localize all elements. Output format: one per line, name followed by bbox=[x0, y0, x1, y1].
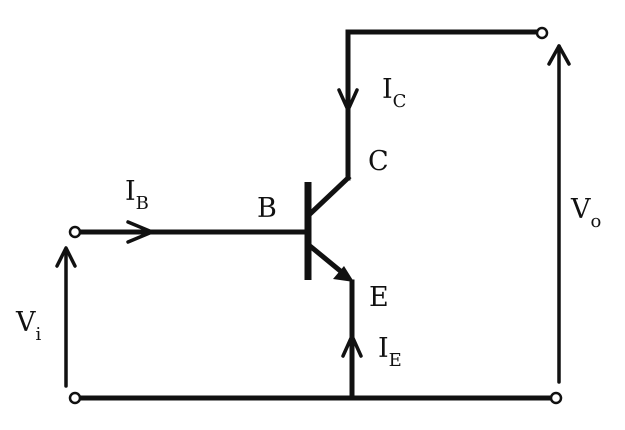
emitter-current-arrow-icon bbox=[341, 334, 363, 358]
input-voltage-arrow-icon bbox=[55, 246, 77, 268]
emitter-current-label: IE bbox=[378, 333, 402, 371]
input-terminal-top bbox=[68, 225, 82, 239]
emitter-lead bbox=[306, 242, 348, 278]
collector-current-arrow-icon bbox=[337, 88, 359, 112]
collector-current-label: IC bbox=[382, 74, 406, 112]
collector-label: C bbox=[368, 146, 389, 177]
base-current-arrow-icon bbox=[126, 220, 154, 244]
base-label: B bbox=[257, 193, 277, 224]
output-voltage-arrow-icon bbox=[547, 44, 571, 66]
base-current-label: IB bbox=[125, 176, 149, 214]
input-voltage-label: Vi bbox=[15, 307, 42, 345]
emitter-arrow-icon bbox=[333, 266, 354, 282]
output-terminal-top bbox=[535, 26, 549, 40]
collector-lead bbox=[306, 174, 352, 218]
output-terminal-bottom bbox=[549, 391, 563, 405]
output-voltage-label: Vo bbox=[570, 194, 601, 232]
emitter-label: E bbox=[369, 282, 389, 313]
input-terminal-bottom bbox=[68, 391, 82, 405]
